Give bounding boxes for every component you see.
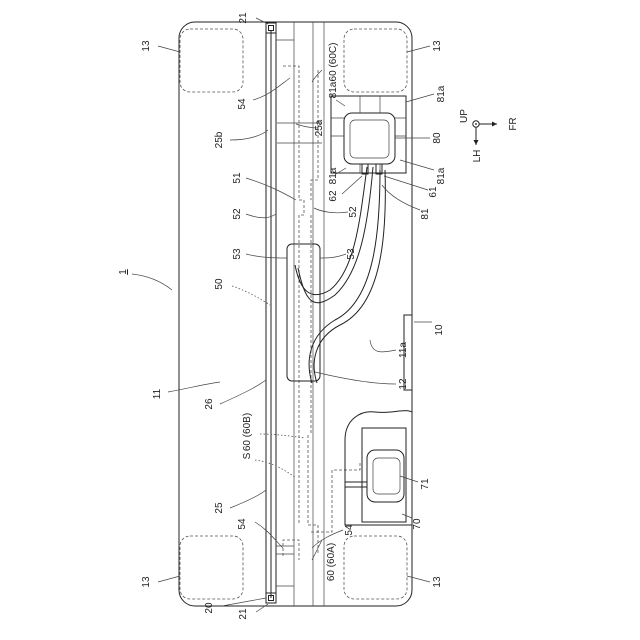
dir-lh: LH — [472, 150, 483, 163]
leader-52-right — [314, 208, 348, 213]
corner-pad-top-right — [344, 29, 407, 92]
label-53-left: 53 — [232, 248, 243, 260]
cable-81-a — [295, 167, 367, 295]
leader-71 — [400, 476, 418, 482]
duct-60c — [283, 66, 304, 525]
leader-70 — [402, 514, 412, 518]
label-60b: 60 (60B) — [242, 413, 253, 451]
module-71-inner — [373, 458, 400, 494]
leader-25 — [230, 490, 266, 508]
leader-81 — [382, 185, 420, 210]
corner-pad-bottom-left — [180, 536, 243, 599]
duct-60a-left — [283, 540, 299, 560]
leader-60b — [260, 434, 305, 438]
origin-center — [475, 123, 477, 125]
label-60c: 60 (60C) — [328, 43, 339, 82]
module-70-base — [362, 428, 406, 522]
label-21-top: 21 — [238, 12, 249, 24]
leader-13-bl — [158, 576, 180, 582]
label-71: 71 — [420, 478, 431, 490]
label-62: 62 — [328, 190, 339, 202]
label-70: 70 — [412, 518, 423, 530]
leader-13-tr — [407, 46, 430, 52]
leader-60a — [312, 540, 322, 560]
end-bracket-top-inner — [269, 26, 274, 31]
label-60a: 60 (60A) — [326, 543, 337, 581]
leader-50 — [232, 286, 270, 305]
label-11a: 11a — [398, 342, 409, 358]
corner-pad-top-left — [180, 29, 243, 92]
central-opening — [287, 244, 320, 381]
label-11: 11 — [152, 388, 163, 399]
label-1: 1 — [118, 269, 129, 275]
cable-81-d — [314, 170, 385, 383]
leader-61 — [384, 176, 428, 190]
leader-1 — [132, 274, 172, 290]
label-81a-4: 81a — [436, 167, 447, 184]
leader-81a-top — [406, 94, 434, 102]
label-10: 10 — [434, 324, 445, 336]
leader-13-tl — [158, 46, 180, 52]
label-61: 61 — [428, 186, 439, 198]
cable-81-b — [298, 167, 373, 303]
arrow-lh-head — [474, 140, 479, 145]
label-54-bottom-right: 54 — [344, 524, 355, 536]
label-12: 12 — [398, 378, 409, 390]
label-52-left: 52 — [232, 208, 243, 220]
leader-54-bottom — [255, 522, 283, 548]
label-s: S — [242, 452, 253, 459]
label-25a: 25a — [314, 119, 325, 136]
leader-21-top — [256, 18, 268, 24]
leader-62 — [342, 176, 362, 194]
label-21-bottom: 21 — [238, 608, 249, 620]
leader-12 — [315, 372, 396, 384]
leader-81a-mid — [336, 100, 345, 106]
leader-60c — [312, 70, 322, 82]
label-81a-1: 81a — [328, 81, 339, 98]
cable-71 — [345, 482, 367, 487]
arrow-fr-head — [492, 122, 497, 127]
label-54-top: 54 — [237, 98, 248, 110]
leader-26 — [220, 380, 266, 404]
label-52-right: 52 — [348, 206, 359, 218]
label-50: 50 — [214, 278, 225, 290]
leader-21-bottom — [256, 604, 268, 612]
label-13-bl: 13 — [141, 576, 152, 588]
dir-up: UP — [459, 109, 470, 123]
leader-25b — [230, 130, 268, 140]
label-20: 20 — [204, 602, 215, 614]
label-81: 81 — [420, 208, 431, 220]
label-26: 26 — [204, 398, 215, 410]
leader-81a-right — [400, 160, 434, 170]
dir-fr: FR — [508, 117, 519, 130]
label-51: 51 — [232, 172, 243, 184]
label-54-bottom: 54 — [237, 518, 248, 530]
label-53-right: 53 — [346, 248, 357, 260]
label-81a-2: 81a — [436, 85, 447, 102]
outer-case — [179, 22, 412, 606]
label-81a-3: 81a — [328, 167, 339, 184]
label-25: 25 — [214, 502, 225, 514]
leader-13-br — [407, 576, 430, 582]
label-25b: 25b — [214, 131, 225, 148]
leader-11a — [370, 340, 396, 352]
module-80-inner — [350, 120, 389, 158]
leader-11 — [168, 382, 220, 392]
duct-60a-branch — [311, 462, 360, 532]
label-13-tr: 13 — [432, 40, 443, 52]
label-80: 80 — [432, 132, 443, 144]
corner-pad-bottom-right — [344, 536, 407, 599]
label-13-tl: 13 — [141, 40, 152, 52]
label-13-br: 13 — [432, 576, 443, 588]
